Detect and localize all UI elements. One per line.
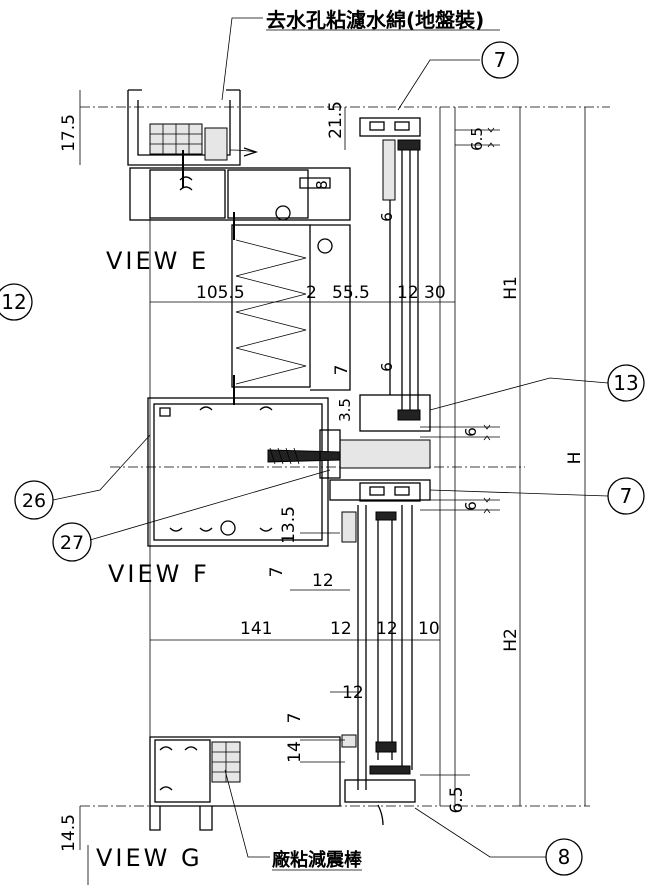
dim-2: 2	[306, 283, 317, 303]
svg-text:12: 12	[1, 290, 26, 314]
view-f-label: VIEW F	[108, 560, 210, 588]
dim-6-b: 6	[378, 362, 396, 372]
svg-text:26: 26	[22, 490, 46, 512]
dim-17-5: 17.5	[59, 114, 79, 152]
lower-glass-unit	[341, 482, 421, 826]
upper-glass-unit	[359, 117, 431, 432]
dim-7-b: 7	[267, 567, 287, 578]
dim-13-5: 13.5	[279, 506, 299, 544]
dim-12-b: 12	[312, 571, 334, 591]
dim-21-5: 21.5	[326, 101, 346, 139]
insulation-infill	[231, 212, 351, 405]
dim-3-5: 3.5	[336, 398, 354, 422]
top-note-label: 去水孔粘濾水綿(地盤裝)	[266, 8, 484, 32]
dimension-lines	[79, 90, 586, 850]
callout-13: 13	[607, 364, 645, 402]
callout-26: 26	[14, 480, 54, 520]
svg-text:27: 27	[60, 532, 84, 554]
svg-text:7: 7	[620, 484, 633, 508]
dim-6-d: 6	[462, 501, 480, 511]
top-transom	[127, 89, 351, 254]
bottom-note-label: 廠粘減震棒	[272, 849, 363, 871]
bottom-sill	[149, 736, 341, 831]
callout-8: 8	[545, 838, 583, 876]
dim-12-e: 12	[342, 683, 364, 703]
svg-text:13: 13	[613, 371, 638, 395]
svg-text:8: 8	[558, 845, 571, 869]
dim-h1: H1	[501, 276, 521, 300]
mid-transom	[147, 397, 431, 547]
dimension-arrows	[483, 127, 495, 514]
dim-6-a: 6	[378, 212, 396, 222]
dim-30: 30	[424, 283, 446, 303]
dim-10: 10	[418, 619, 440, 639]
dim-8: 8	[313, 180, 331, 190]
callout-12: 12	[0, 283, 33, 321]
dim-12-c: 12	[330, 619, 352, 639]
dim-7-c: 7	[285, 713, 305, 724]
leader-lines	[52, 17, 609, 858]
dim-12-d: 12	[376, 619, 398, 639]
dim-h2: H2	[501, 628, 521, 652]
dim-6-5-bottom: 6.5	[447, 786, 467, 813]
view-g-label: VIEW G	[96, 844, 203, 872]
callout-7-mid: 7	[607, 477, 645, 515]
callout-7-top: 7	[481, 41, 519, 79]
dim-6-c: 6	[462, 427, 480, 437]
dim-h: H	[565, 452, 585, 465]
svg-text:7: 7	[494, 48, 507, 72]
dim-14: 14	[285, 741, 305, 763]
view-e-label: VIEW E	[106, 247, 209, 275]
dim-14-5: 14.5	[59, 814, 79, 852]
dim-6-5-top: 6.5	[468, 127, 486, 151]
dim-55-5: 55.5	[332, 283, 370, 303]
dim-105-5: 105.5	[196, 283, 245, 303]
dim-7-a: 7	[332, 365, 352, 376]
dim-12-a: 12	[397, 283, 419, 303]
callout-27: 27	[52, 522, 92, 562]
dim-141: 141	[240, 619, 272, 639]
